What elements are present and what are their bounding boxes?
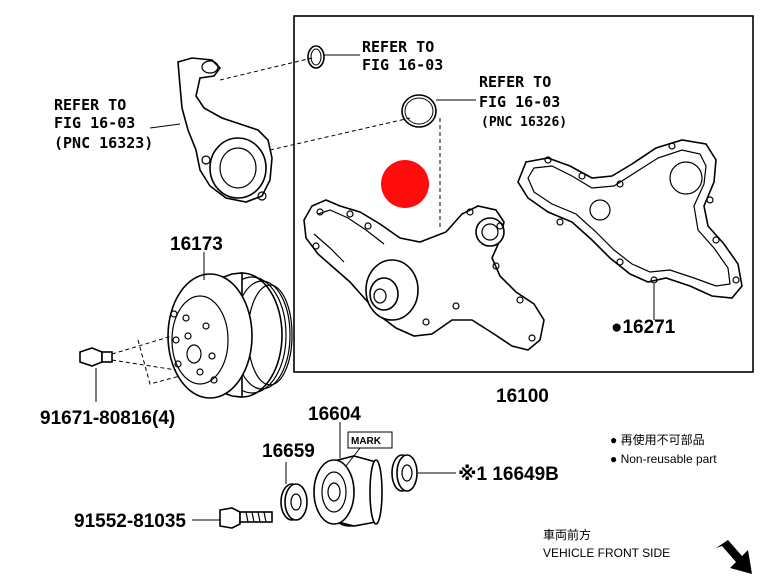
- pulley[interactable]: [167, 272, 293, 399]
- o-ring-mid[interactable]: [401, 94, 437, 128]
- front-en: VEHICLE FRONT SIDE: [543, 546, 670, 560]
- ref-left-line2: FIG 16-03: [54, 114, 135, 132]
- legend-jp: ● 再使用不可部品: [610, 432, 705, 447]
- legend-en: ● Non-reusable part: [610, 452, 717, 466]
- idler-cover-left[interactable]: [280, 483, 308, 521]
- front-jp: 車両前方: [543, 527, 591, 542]
- pulley-bolt[interactable]: [79, 347, 113, 367]
- ref-left-line3: (PNC 16323): [54, 134, 153, 152]
- water-pump-body[interactable]: [303, 199, 545, 351]
- gasket[interactable]: [517, 139, 743, 299]
- idler-bolt[interactable]: [219, 507, 273, 529]
- part-label-cover-left[interactable]: 16659: [262, 441, 315, 462]
- part-label-water-pump[interactable]: 16100: [496, 386, 549, 407]
- idler-cover-right[interactable]: [391, 454, 418, 492]
- part-label-idler[interactable]: 16604: [308, 404, 361, 425]
- part-label-pulley-bolt[interactable]: 91671-80816(4): [40, 408, 175, 429]
- assembly-frame: [293, 15, 754, 373]
- ref-top-line2: FIG 16-03: [362, 56, 443, 74]
- ref-top-line1: REFER TO: [362, 38, 434, 56]
- ref-mid-line1: REFER TO: [479, 73, 551, 91]
- highlight-marker: [381, 160, 429, 208]
- ref-left-line1: REFER TO: [54, 96, 126, 114]
- idler-pulley[interactable]: [313, 455, 383, 527]
- water-inlet-pipe[interactable]: [177, 57, 273, 203]
- ref-mid-line2: FIG 16-03: [479, 93, 560, 111]
- front-direction-arrow: [716, 540, 752, 574]
- part-label-pulley[interactable]: 16173: [170, 234, 223, 255]
- part-label-gasket[interactable]: ●16271: [611, 317, 676, 338]
- mark-box: [347, 431, 393, 449]
- mark-label: MARK: [351, 436, 382, 447]
- o-ring-top[interactable]: [307, 45, 325, 69]
- part-label-cover-right[interactable]: ※1 16649B: [458, 464, 559, 485]
- part-label-idler-bolt[interactable]: 91552-81035: [74, 511, 186, 532]
- ref-mid-line3: (PNC 16326): [481, 115, 567, 130]
